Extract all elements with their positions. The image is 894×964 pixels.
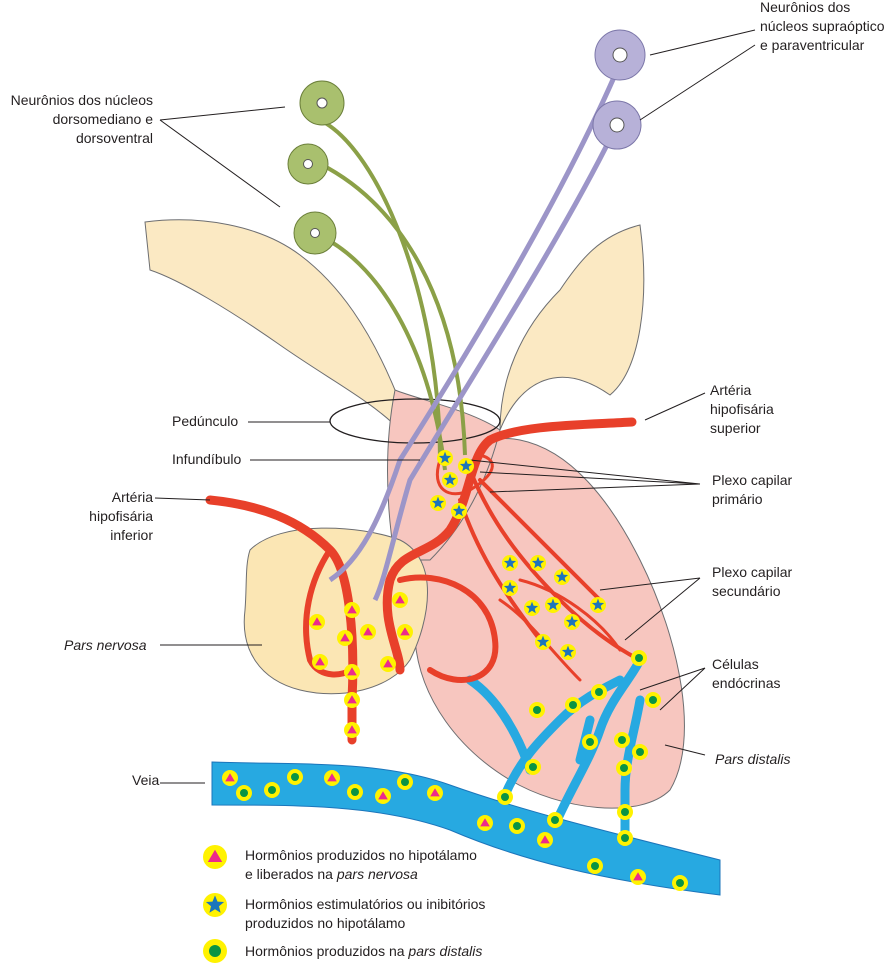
leader-lines — [154, 29, 756, 784]
dot-marker — [617, 804, 633, 820]
pars-distalis — [413, 438, 685, 809]
hypothalamus — [144, 219, 645, 431]
star-marker — [437, 450, 453, 466]
dot-marker — [236, 785, 252, 801]
dot-marker — [631, 650, 647, 666]
dot-marker — [614, 732, 630, 748]
star-marker — [430, 495, 446, 511]
triangle-marker — [344, 692, 360, 708]
label-pars-distalis: Pars distalis — [715, 751, 791, 767]
legend-icons — [203, 845, 227, 963]
triangle-marker — [380, 656, 396, 672]
dot-marker — [672, 875, 688, 891]
star-marker — [560, 644, 576, 660]
dot-marker — [497, 789, 513, 805]
triangle-marker — [397, 624, 413, 640]
label-vein: Veia — [132, 772, 160, 788]
label-peduncle: Pedúnculo — [172, 413, 239, 429]
dot-marker — [287, 769, 303, 785]
triangle-marker — [312, 654, 328, 670]
star-marker — [502, 580, 518, 596]
star-marker — [590, 597, 606, 613]
star-marker — [502, 555, 518, 571]
star-marker — [530, 555, 546, 571]
triangle-marker — [477, 815, 493, 831]
dot-marker — [591, 684, 607, 700]
star-marker — [451, 503, 467, 519]
dot-marker — [397, 774, 413, 790]
star-marker — [524, 600, 540, 616]
star-marker — [458, 458, 474, 474]
dot-marker — [509, 818, 525, 834]
hormone-markers — [222, 450, 688, 891]
dot-marker — [264, 782, 280, 798]
triangle-marker — [630, 869, 646, 885]
dot-marker — [582, 734, 598, 750]
dot-marker — [587, 858, 603, 874]
star-marker — [564, 614, 580, 630]
triangle-marker — [337, 630, 353, 646]
star-marker — [545, 597, 561, 613]
triangle-marker — [309, 614, 325, 630]
triangle-marker — [203, 845, 227, 869]
triangle-marker — [427, 785, 443, 801]
triangle-marker — [222, 770, 238, 786]
star-marker — [535, 634, 551, 650]
triangle-marker — [537, 832, 553, 848]
triangle-marker — [324, 770, 340, 786]
star-marker — [554, 569, 570, 585]
dot-marker — [547, 812, 563, 828]
dot-marker — [645, 692, 661, 708]
dot-marker — [616, 760, 632, 776]
triangle-marker — [360, 624, 376, 640]
label-pars-nervosa: Pars nervosa — [64, 637, 147, 653]
label-infundibulum: Infundíbulo — [172, 451, 242, 467]
dot-marker — [565, 697, 581, 713]
dot-marker — [347, 784, 363, 800]
dot-marker — [525, 759, 541, 775]
dot-marker — [617, 830, 633, 846]
triangle-marker — [344, 602, 360, 618]
dot-marker — [632, 744, 648, 760]
star-marker — [442, 472, 458, 488]
dot-marker — [203, 939, 227, 963]
triangle-marker — [375, 788, 391, 804]
star-marker — [203, 893, 227, 917]
triangle-marker — [392, 592, 408, 608]
triangle-marker — [344, 664, 360, 680]
triangle-marker — [344, 722, 360, 738]
dot-marker — [529, 702, 545, 718]
peduncle-outline — [329, 398, 501, 444]
